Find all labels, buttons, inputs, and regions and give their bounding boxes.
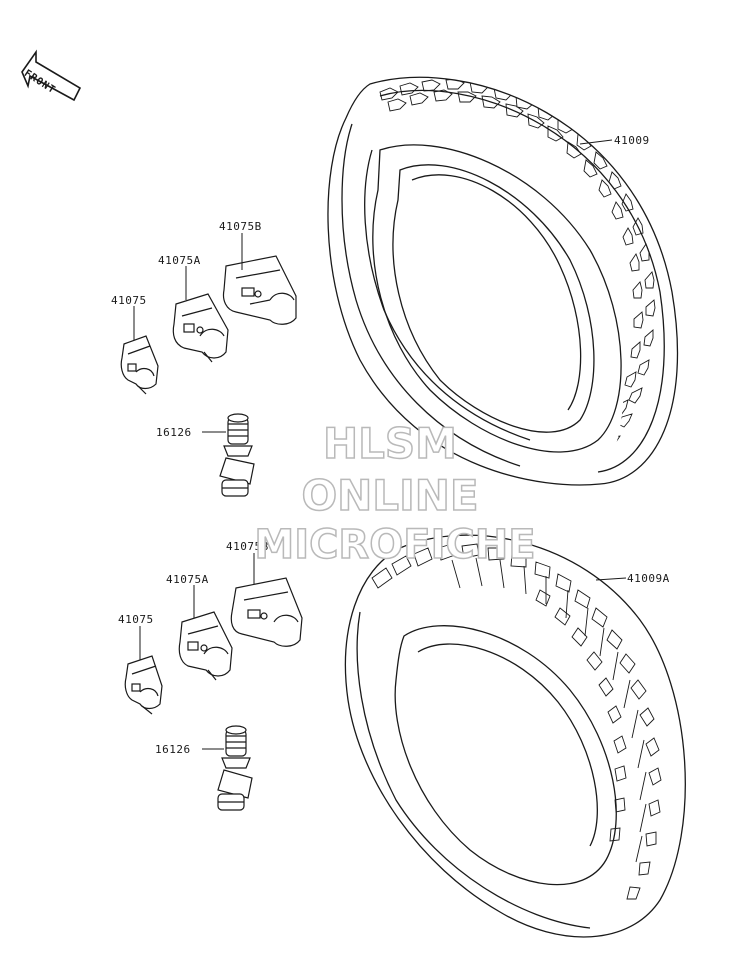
part-label-41075a-upper[interactable]: 41075A <box>158 254 201 267</box>
leader-lines <box>133 139 627 750</box>
part-label-41009[interactable]: 41009 <box>614 134 650 147</box>
part-label-16126-lower[interactable]: 16126 <box>155 743 191 756</box>
front-arrow-icon <box>21 49 82 102</box>
upper-balance-weight-41075b <box>222 255 297 325</box>
part-label-41075-lower[interactable]: 41075 <box>118 613 154 626</box>
upper-air-valve <box>219 413 255 497</box>
part-label-41009a[interactable]: 41009A <box>627 572 670 585</box>
front-tire-tread <box>379 78 656 448</box>
part-label-16126-upper[interactable]: 16126 <box>156 426 192 439</box>
watermark-line-3: MICROFICHE <box>254 521 537 569</box>
part-label-41075a-lower[interactable]: 41075A <box>166 573 209 586</box>
rear-tire <box>344 534 686 938</box>
lower-balance-weight-41075 <box>124 655 163 715</box>
watermark-line-1: HLSM <box>322 419 457 469</box>
lower-balance-weight-41075b <box>230 577 303 647</box>
lower-balance-weight-41075a <box>178 611 233 681</box>
upper-balance-weight-41075 <box>120 335 159 395</box>
rear-tire-tread <box>371 543 662 900</box>
part-label-41075-upper[interactable]: 41075 <box>111 294 147 307</box>
watermark-line-2: ONLINE <box>301 471 480 521</box>
lower-air-valve <box>217 725 253 811</box>
front-tire <box>327 76 679 486</box>
part-label-41075b-upper[interactable]: 41075B <box>219 220 262 233</box>
upper-balance-weight-41075a <box>172 293 229 363</box>
part-label-41075b-lower[interactable]: 41075B <box>226 540 269 553</box>
